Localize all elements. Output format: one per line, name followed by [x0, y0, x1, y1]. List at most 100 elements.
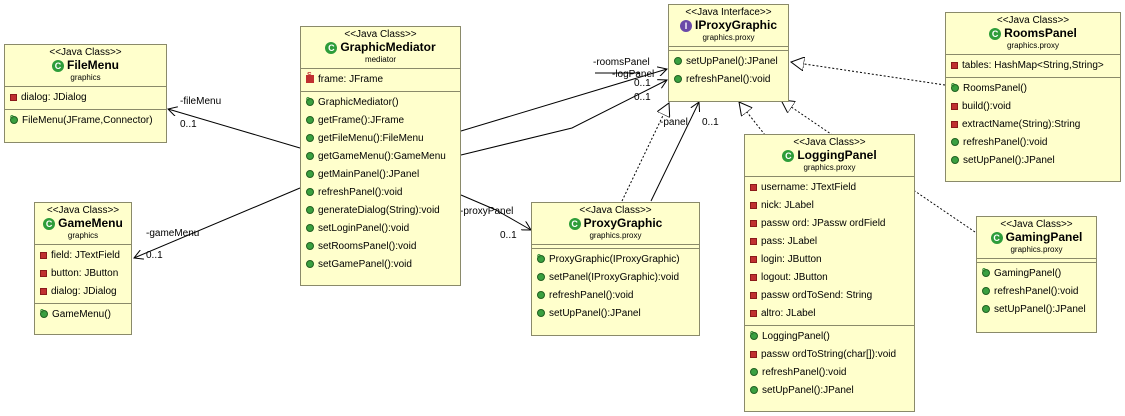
class-icon: C [568, 217, 581, 230]
package-name: graphics.proxy [702, 33, 755, 42]
private-field-icon [750, 291, 757, 299]
public-method-icon [982, 287, 990, 296]
package-name: graphics.proxy [1010, 245, 1063, 254]
method-row: setUpPanel():JPanel [745, 382, 914, 400]
constructor-icon [306, 91, 314, 109]
public-method-icon [306, 206, 314, 215]
field-row: dialog: JDialog [35, 283, 131, 301]
private-field-icon [750, 183, 757, 191]
class-icon: C [989, 27, 1002, 40]
method-row: LoggingPanel() [745, 325, 914, 346]
stereotype: <<Java Interface>> [685, 7, 772, 18]
gamemenu-role-label: -gameMenu [146, 228, 200, 239]
methods-section: GraphicMediator() getFrame():JFrame getF… [301, 91, 460, 276]
assoc-proxypanel [460, 194, 531, 230]
package-name: graphics.proxy [589, 231, 642, 240]
private-field-icon [750, 201, 757, 209]
private-field-icon [10, 93, 17, 101]
roomspanel-multiplicity: 0..1 [634, 78, 651, 89]
method-row: getMainPanel():JPanel [301, 166, 460, 184]
package-name: graphics.proxy [803, 163, 856, 172]
assoc-filemenu [168, 109, 301, 149]
class-name: RoomsPanel [1004, 26, 1077, 40]
method-row: setRoomsPanel():void [301, 238, 460, 256]
class-name: IProxyGraphic [694, 18, 778, 32]
class-name: GameMenu [58, 216, 123, 230]
gamemenu-multiplicity: 0..1 [146, 250, 163, 261]
public-method-icon [537, 291, 545, 300]
package-name: mediator [364, 55, 397, 64]
public-method-icon [306, 188, 314, 197]
assoc-panel [650, 102, 699, 202]
public-method-icon [750, 368, 758, 377]
package-name: graphics [70, 73, 101, 82]
logpanel-multiplicity: 0..1 [634, 92, 651, 103]
method-row: setUpPanel():JPanel [977, 301, 1096, 319]
public-method-icon [306, 242, 314, 251]
stereotype: <<Java Class>> [49, 47, 122, 58]
fields-section [532, 245, 699, 249]
stereotype: <<Java Class>> [793, 137, 866, 148]
method-row: setUpPanel():JPanel [532, 305, 699, 323]
class-name: GraphicMediator [340, 40, 436, 54]
private-method-icon [951, 120, 958, 128]
private-field-icon [750, 219, 757, 227]
public-method-icon [306, 134, 314, 143]
field-row: field: JTextField [35, 247, 131, 265]
assoc-logpanel [460, 80, 667, 156]
public-method-icon [750, 386, 758, 395]
public-method-icon [306, 170, 314, 179]
class-icon: C [51, 59, 64, 72]
method-row: refreshPanel():void [669, 71, 788, 89]
methods-section: RoomsPanel() build():void extractName(St… [946, 77, 1120, 172]
method-row: GameMenu() [35, 303, 131, 324]
realize-rooms [791, 62, 946, 86]
method-row: FileMenu(JFrame,Connector) [5, 109, 166, 130]
field-row: logout: JButton [745, 269, 914, 287]
method-row: GraphicMediator() [301, 91, 460, 112]
fields-section [669, 47, 788, 51]
field-row: username: JTextField [745, 179, 914, 197]
class-icon: C [782, 149, 795, 162]
public-method-icon [537, 309, 545, 318]
fields-section: field: JTextField button: JButton dialog… [35, 245, 131, 304]
fields-section: frame: JFrame [301, 67, 460, 92]
private-field-icon [951, 61, 958, 69]
constructor-icon [40, 303, 48, 321]
field-row: frame: JFrame [301, 67, 460, 89]
stereotype: <<Java Class>> [996, 15, 1070, 26]
field-row: button: JButton [35, 265, 131, 283]
method-row: setLoginPanel():void [301, 220, 460, 238]
stereotype: <<Java Class>> [1000, 219, 1073, 230]
fields-section [977, 259, 1096, 263]
public-method-icon [674, 57, 682, 66]
constructor-icon [537, 248, 545, 266]
method-row: RoomsPanel() [946, 77, 1120, 98]
stereotype: <<Java Class>> [46, 205, 120, 216]
methods-section: LoggingPanel() passw ordToString(char[])… [745, 325, 914, 402]
roomspanel-role-label: -roomsPanel [593, 57, 650, 68]
stereotype: <<Java Class>> [344, 29, 417, 40]
field-row: dialog: JDialog [5, 89, 166, 107]
method-row: passw ordToString(char[]):void [745, 346, 914, 364]
private-field-icon [750, 309, 757, 317]
public-method-icon [674, 75, 682, 84]
private-method-icon [951, 102, 958, 110]
realize-logging [739, 102, 766, 136]
proxypanel-role-label: -proxyPanel [460, 206, 514, 217]
assoc-roomspanel [460, 69, 667, 132]
